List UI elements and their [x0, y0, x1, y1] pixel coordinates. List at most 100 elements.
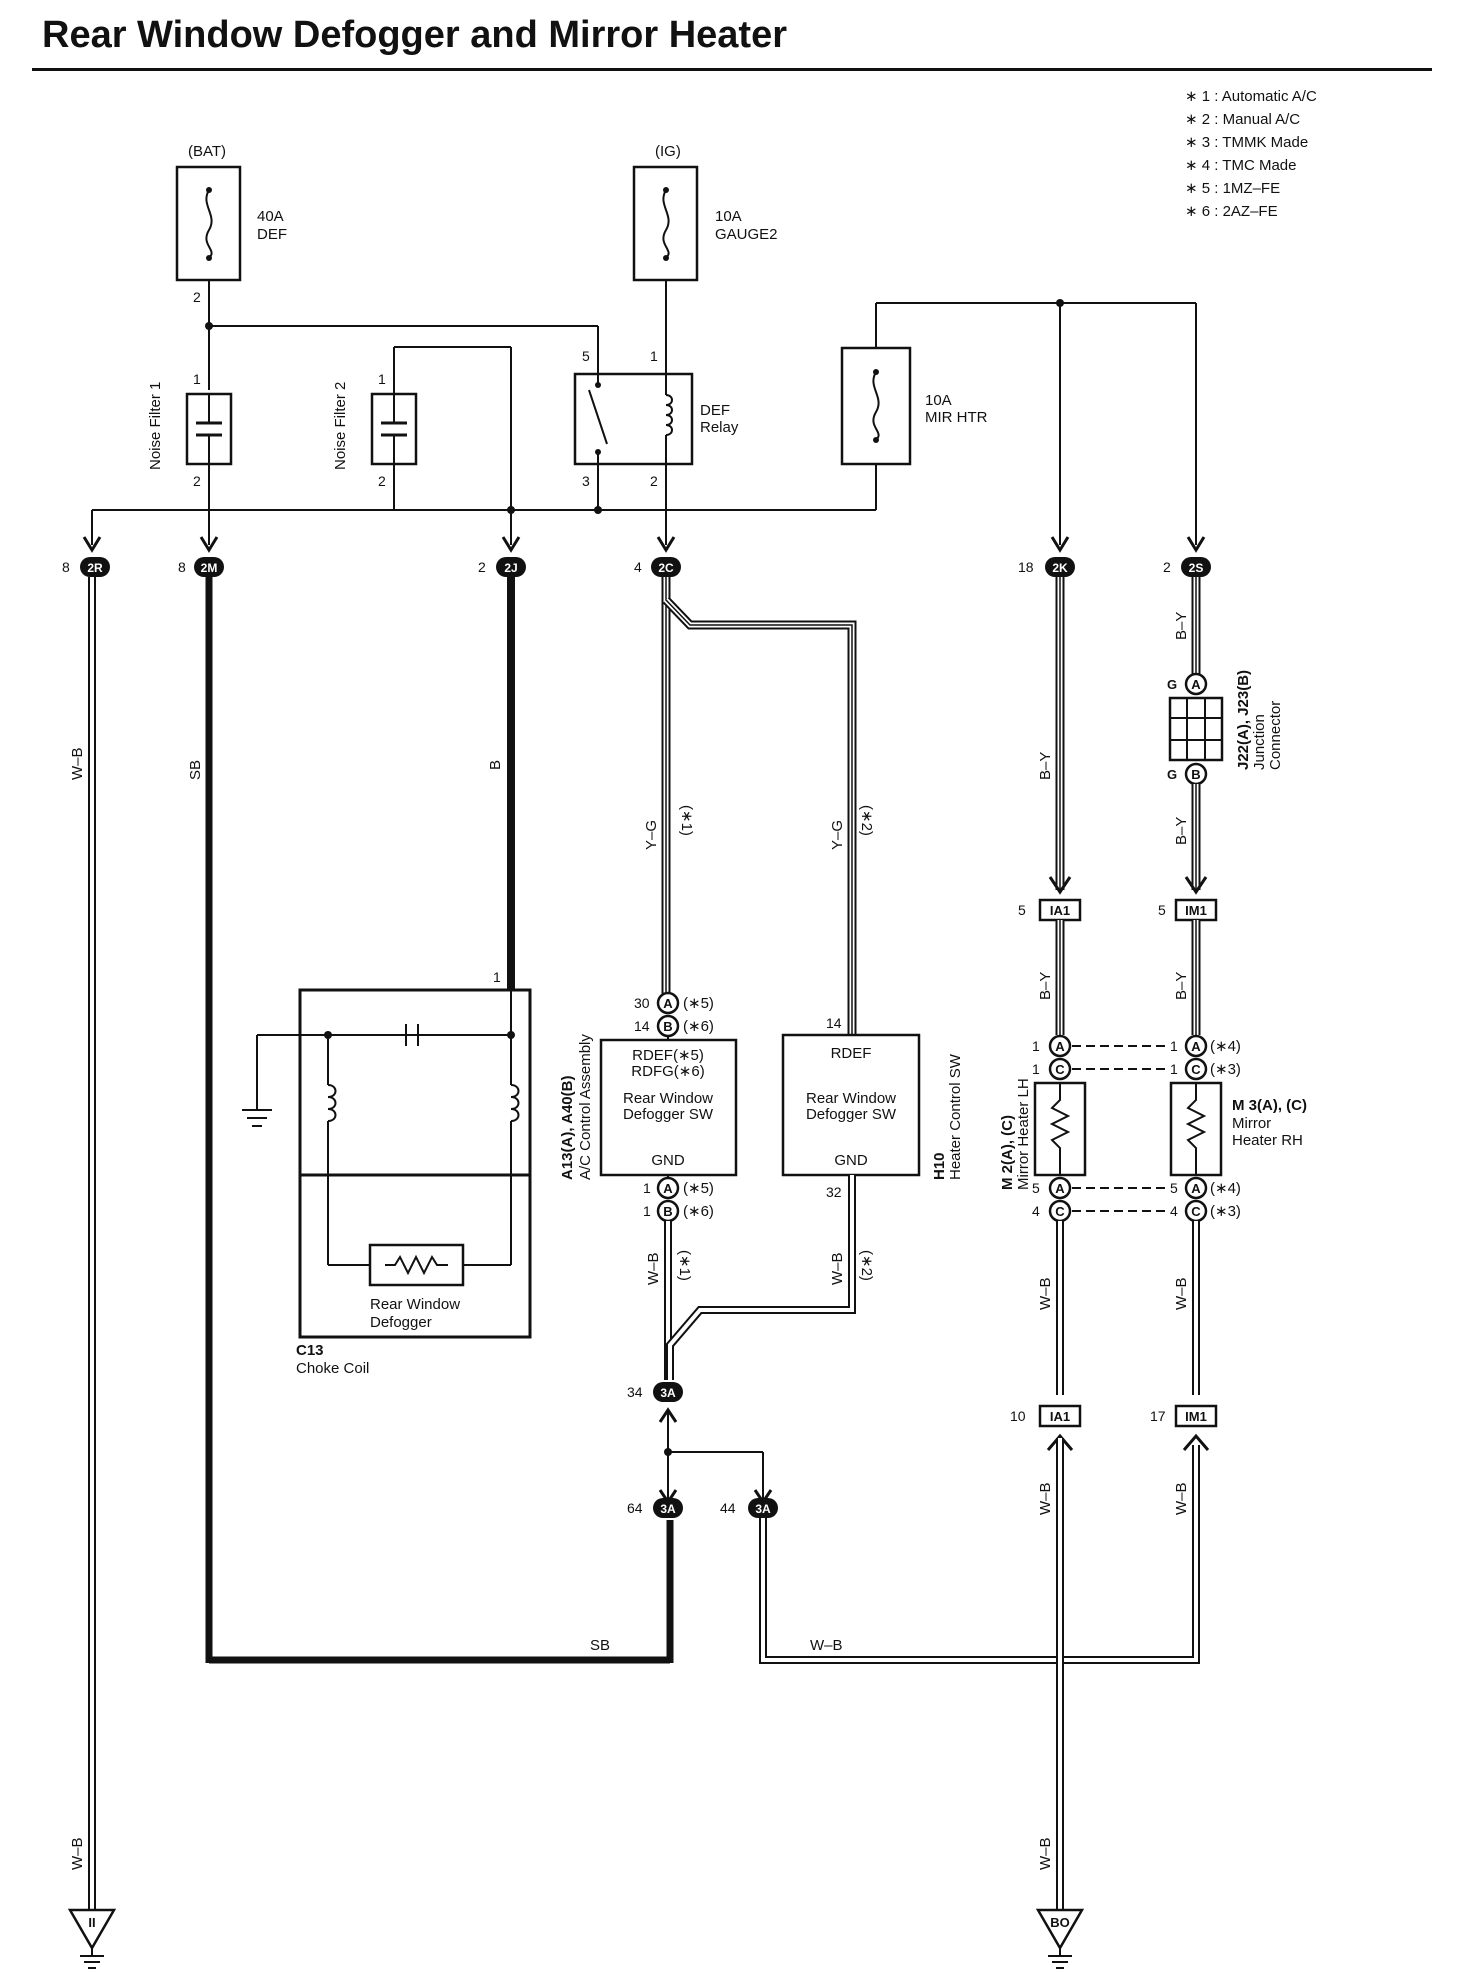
svg-text:1: 1 — [493, 969, 501, 985]
svg-text:2M: 2M — [201, 561, 218, 575]
svg-text:IA1: IA1 — [1050, 903, 1070, 918]
choke-coil-inductor-right — [510, 1084, 520, 1122]
fuse-40a-symbol — [205, 189, 213, 259]
connector-IM1-17 — [1174, 1404, 1218, 1428]
svg-text:RDEF: RDEF — [831, 1045, 872, 1062]
svg-text:G: G — [1167, 677, 1177, 692]
svg-text:1: 1 — [643, 1203, 651, 1219]
connector-3A-44 — [748, 1498, 778, 1518]
svg-text:A: A — [1191, 677, 1201, 692]
svg-text:32: 32 — [826, 1184, 842, 1200]
svg-text:18: 18 — [1018, 559, 1034, 575]
svg-text:5: 5 — [1032, 1180, 1040, 1196]
wire-yg-branch — [662, 596, 857, 1035]
svg-text:2: 2 — [650, 473, 658, 489]
title-rule — [32, 68, 1432, 71]
svg-text:Defogger: Defogger — [370, 1314, 432, 1331]
svg-text:IM1: IM1 — [1185, 903, 1207, 918]
svg-text:3A: 3A — [660, 1386, 676, 1400]
svg-text:GAUGE2: GAUGE2 — [715, 226, 778, 243]
svg-text:A13(A), A40(B): A13(A), A40(B) — [559, 1076, 576, 1180]
svg-text:64: 64 — [627, 1500, 643, 1516]
connector-3A-64 — [653, 1498, 683, 1518]
svg-text:Relay: Relay — [700, 419, 739, 436]
svg-text:10A: 10A — [715, 208, 742, 225]
svg-text:5: 5 — [1158, 902, 1166, 918]
svg-text:B: B — [663, 1019, 672, 1034]
noise-filter-2-label: Noise Filter 2 — [332, 382, 349, 470]
svg-text:Mirror: Mirror — [1232, 1115, 1271, 1132]
svg-text:(∗5): (∗5) — [683, 995, 714, 1012]
svg-text:II: II — [88, 1915, 95, 1930]
svg-text:1: 1 — [650, 348, 658, 364]
fuse-10a-gauge2 — [632, 165, 699, 282]
svg-text:B: B — [487, 760, 504, 770]
svg-text:5: 5 — [582, 348, 590, 364]
svg-text:Heater RH: Heater RH — [1232, 1132, 1303, 1149]
svg-text:10: 10 — [1010, 1408, 1026, 1424]
svg-text:W–B: W–B — [69, 1837, 86, 1870]
svg-text:M 2(A), (C): M 2(A), (C) — [999, 1115, 1016, 1190]
svg-text:4: 4 — [1032, 1203, 1040, 1219]
svg-text:RDEF(∗5): RDEF(∗5) — [632, 1047, 704, 1064]
svg-text:GND: GND — [834, 1152, 868, 1169]
svg-text:W–B: W–B — [1037, 1837, 1054, 1870]
connector-2R — [80, 557, 110, 577]
notes-legend: ∗ 1 : Automatic A/C ∗ 2 : Manual A/C ∗ 3… — [1185, 88, 1317, 220]
svg-text:1: 1 — [1170, 1061, 1178, 1077]
svg-text:IM1: IM1 — [1185, 1409, 1207, 1424]
svg-text:Choke Coil: Choke Coil — [296, 1360, 369, 1377]
svg-text:1: 1 — [1032, 1061, 1040, 1077]
svg-text:(∗2): (∗2) — [858, 1250, 875, 1281]
svg-text:(∗1): (∗1) — [678, 805, 695, 836]
ground-II — [67, 1908, 117, 1951]
page-title: Rear Window Defogger and Mirror Heater — [42, 14, 787, 56]
svg-text:A: A — [663, 996, 673, 1011]
svg-text:SB: SB — [590, 1637, 610, 1654]
svg-text:(∗4): (∗4) — [1210, 1180, 1241, 1197]
connector-IA1-10 — [1038, 1404, 1082, 1428]
svg-text:1: 1 — [378, 371, 386, 387]
svg-text:GND: GND — [651, 1152, 685, 1169]
svg-text:A: A — [1055, 1039, 1065, 1054]
svg-text:W–B: W–B — [1173, 1482, 1190, 1515]
noise-filter-1-label: Noise Filter 1 — [147, 382, 164, 470]
pin-A-1 — [656, 1176, 680, 1200]
svg-text:(∗2): (∗2) — [858, 805, 875, 836]
note-3: ∗ 3 : TMMK Made — [1185, 134, 1308, 151]
note-1: ∗ 1 : Automatic A/C — [1185, 88, 1317, 105]
svg-text:17: 17 — [1150, 1408, 1166, 1424]
svg-text:B–Y: B–Y — [1037, 752, 1054, 780]
svg-text:W–B: W–B — [810, 1637, 843, 1654]
svg-text:8: 8 — [178, 559, 186, 575]
choke-coil-inductor-left — [327, 1084, 337, 1122]
ig-label: (IG) — [655, 143, 681, 160]
svg-text:B: B — [1191, 767, 1200, 782]
svg-text:2J: 2J — [504, 561, 517, 575]
svg-text:8: 8 — [62, 559, 70, 575]
svg-text:14: 14 — [826, 1015, 842, 1031]
svg-text:H10: H10 — [931, 1152, 948, 1180]
connector-2M — [194, 557, 224, 577]
svg-text:C: C — [1055, 1062, 1065, 1077]
ac-control-assembly — [599, 1038, 738, 1177]
svg-text:BO: BO — [1050, 1915, 1070, 1930]
svg-text:2R: 2R — [87, 561, 103, 575]
svg-text:C: C — [1191, 1204, 1201, 1219]
svg-text:DEF: DEF — [700, 402, 730, 419]
svg-text:A/C Control Assembly: A/C Control Assembly — [577, 1034, 594, 1180]
svg-text:Rear Window: Rear Window — [806, 1090, 896, 1107]
svg-text:RDFG(∗6): RDFG(∗6) — [631, 1063, 704, 1080]
connector-2S — [1181, 557, 1211, 577]
ground-BO — [1035, 1908, 1085, 1951]
svg-text:2S: 2S — [1189, 561, 1204, 575]
svg-text:A: A — [663, 1181, 673, 1196]
svg-text:C: C — [1055, 1204, 1065, 1219]
svg-text:(∗4): (∗4) — [1210, 1038, 1241, 1055]
svg-text:5: 5 — [1018, 902, 1026, 918]
svg-text:Junction: Junction — [1251, 714, 1268, 770]
wire-wb-3A-44 — [759, 1445, 1200, 1664]
fuse-gauge2-symbol — [662, 189, 670, 259]
connector-3A-34 — [653, 1382, 683, 1402]
